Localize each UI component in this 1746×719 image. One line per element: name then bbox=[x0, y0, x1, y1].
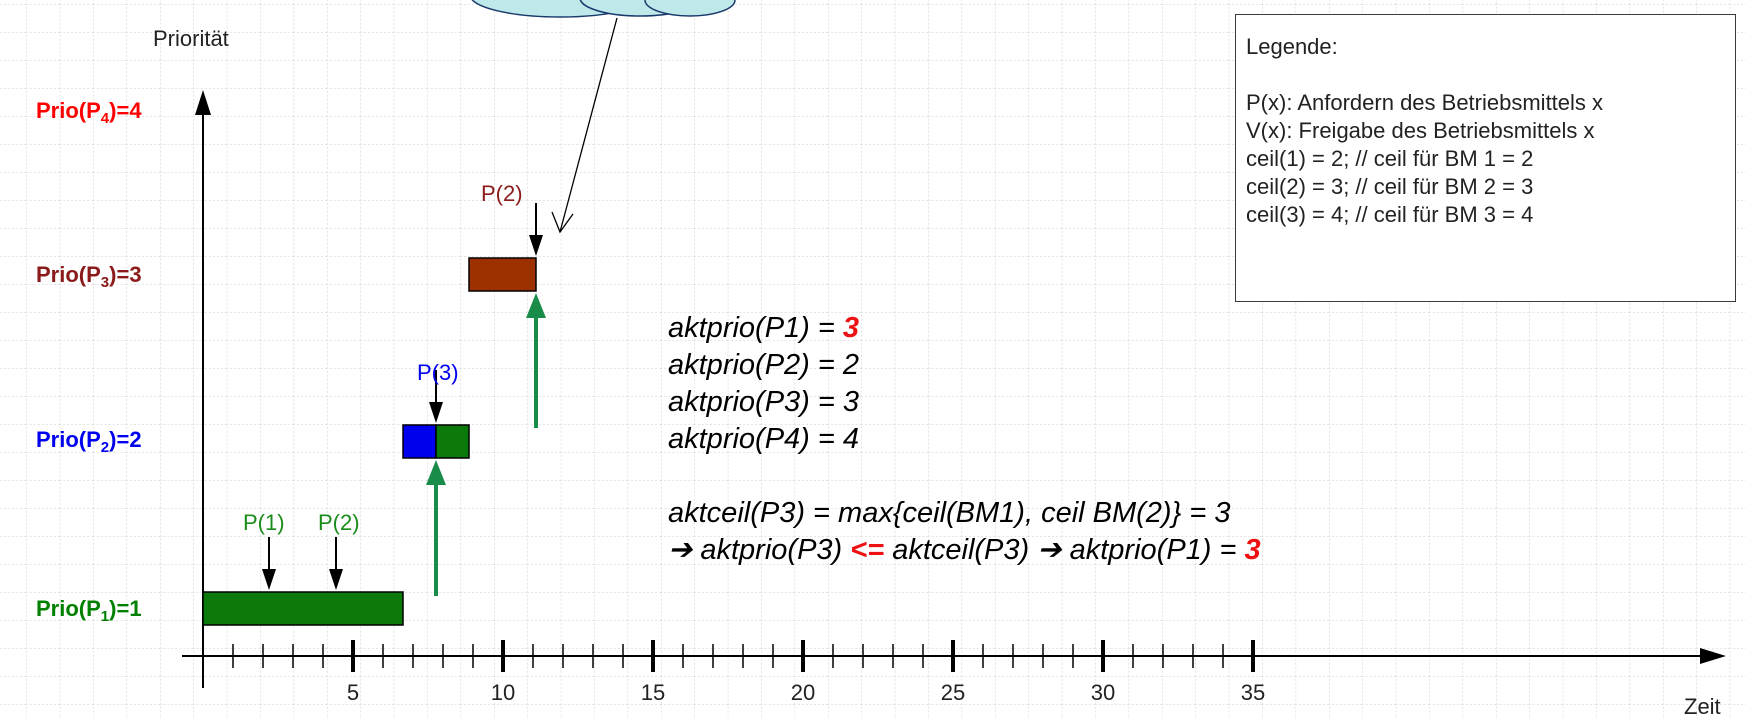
event-p1-label: P(1) bbox=[243, 510, 285, 535]
event-p3-arrow bbox=[429, 370, 443, 423]
formula-line-6-operator: <= bbox=[850, 534, 885, 566]
prio-label-p1: Prio(P1)=1 bbox=[36, 596, 142, 625]
arrow-icon: ➔ bbox=[668, 534, 693, 566]
x-tick-label-5: 5 bbox=[347, 680, 359, 705]
x-axis-arrowhead bbox=[1700, 648, 1726, 664]
x-tick-label-10: 10 bbox=[491, 680, 515, 705]
callout-pointer-line bbox=[559, 17, 618, 233]
y-axis-title: Priorität bbox=[153, 26, 229, 51]
bar-p1-running bbox=[202, 591, 404, 626]
formula-block: aktprio(P1) = 3 aktprio(P2) = 2 aktprio(… bbox=[668, 310, 1261, 569]
formula-line-6-value: 3 bbox=[1244, 534, 1261, 566]
event-p1-arrow bbox=[262, 537, 276, 590]
formula-line-1-text: aktprio(P1) = bbox=[668, 312, 843, 344]
formula-line-5: aktceil(P3) = max{ceil(BM1), ceil BM(2)}… bbox=[668, 497, 1231, 529]
cloud-callout bbox=[471, 0, 736, 234]
legend-box: Legende: P(x): Anfordern des Betriebsmit… bbox=[1235, 14, 1736, 302]
x-tick-label-15: 15 bbox=[641, 680, 665, 705]
bar-p3-running bbox=[468, 257, 537, 292]
formula-line-6-part1: aktprio(P3) bbox=[692, 534, 851, 566]
formula-line-6-part3: aktprio(P1) = bbox=[1061, 534, 1245, 566]
prio-label-p4: Prio(P4)=4 bbox=[36, 98, 142, 127]
x-axis-ticks bbox=[232, 640, 1255, 672]
x-tick-label-35: 35 bbox=[1241, 680, 1265, 705]
prio-label-p2: Prio(P2)=2 bbox=[36, 427, 142, 456]
x-axis-title: Zeit bbox=[1684, 694, 1721, 719]
x-tick-label-25: 25 bbox=[941, 680, 965, 705]
legend-line-1: P(x): Anfordern des Betriebsmittels x bbox=[1246, 90, 1604, 115]
legend-line-4: ceil(2) = 3; // ceil für BM 2 = 3 bbox=[1246, 174, 1534, 199]
event-p2-high-label: P(2) bbox=[481, 181, 523, 206]
callout-pointer-head bbox=[551, 211, 574, 234]
prio-label-p3: Prio(P3)=3 bbox=[36, 262, 142, 291]
formula-line-6: ➔ aktprio(P3) <= aktceil(P3) ➔ aktprio(P… bbox=[668, 532, 1261, 569]
x-axis-tick-labels: 5 10 15 20 25 30 35 bbox=[347, 680, 1265, 705]
legend-line-3: ceil(1) = 2; // ceil für BM 1 = 2 bbox=[1246, 146, 1534, 171]
formula-line-1: aktprio(P1) = 3 bbox=[668, 310, 1261, 347]
formula-line-4: aktprio(P4) = 4 bbox=[668, 423, 860, 455]
event-p3-label: P(3) bbox=[417, 360, 459, 385]
y-axis-arrowhead bbox=[195, 90, 211, 115]
legend-title: Legende: bbox=[1246, 34, 1338, 59]
formula-line-6-part2: aktceil(P3) bbox=[884, 534, 1038, 566]
formula-line-2: aktprio(P2) = 2 bbox=[668, 349, 860, 381]
legend-line-5: ceil(3) = 4; // ceil für BM 3 = 4 bbox=[1246, 202, 1534, 227]
bar-p2-running bbox=[402, 424, 437, 459]
formula-line-1-value: 3 bbox=[842, 312, 860, 344]
legend-line-2: V(x): Freigabe des Betriebsmittels x bbox=[1246, 118, 1595, 143]
event-p2-low-label: P(2) bbox=[318, 510, 360, 535]
x-tick-label-20: 20 bbox=[791, 680, 815, 705]
arrow-icon: ➔ bbox=[1037, 534, 1062, 566]
formula-line-3: aktprio(P3) = 3 bbox=[668, 386, 860, 418]
event-p2-high-arrow bbox=[529, 203, 543, 256]
event-p2-low-arrow bbox=[329, 537, 343, 590]
inherit-arrow-to-p2 bbox=[426, 460, 446, 596]
inherit-arrow-to-p3 bbox=[526, 293, 546, 428]
bar-p1-boosted bbox=[435, 424, 470, 459]
x-tick-label-30: 30 bbox=[1091, 680, 1115, 705]
